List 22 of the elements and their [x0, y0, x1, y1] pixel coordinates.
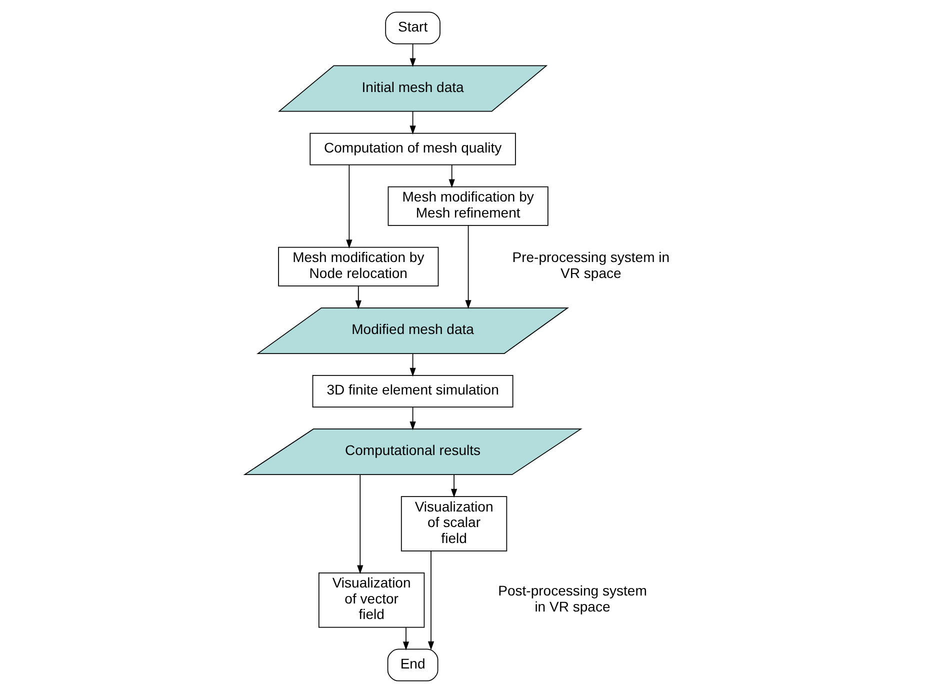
arrow — [409, 110, 416, 134]
arrow — [409, 406, 416, 430]
arrow — [464, 225, 471, 309]
node-box: End — [386, 648, 438, 682]
node-box: Visualization of scalar field — [400, 496, 507, 552]
arrow — [356, 474, 363, 574]
arrow — [409, 353, 416, 377]
node-box: Start — [384, 12, 440, 44]
node-box: Visualization of vector field — [318, 572, 424, 628]
arrow — [346, 164, 352, 248]
node-box: 3D finite element simulation — [312, 375, 513, 408]
node-box: Mesh modification by Mesh refinement — [387, 186, 548, 226]
label: Pre-processing system in VR space — [512, 249, 670, 281]
arrow — [450, 474, 457, 498]
arrow — [427, 550, 434, 650]
node-box: Mesh modification by Node relocation — [278, 246, 438, 286]
label: Post-processing system in VR space — [498, 582, 646, 614]
arrow — [354, 286, 361, 310]
arrow — [448, 164, 454, 188]
arrow — [409, 43, 416, 67]
arrow — [402, 627, 409, 650]
node-box: Computation of mesh quality — [309, 132, 516, 166]
